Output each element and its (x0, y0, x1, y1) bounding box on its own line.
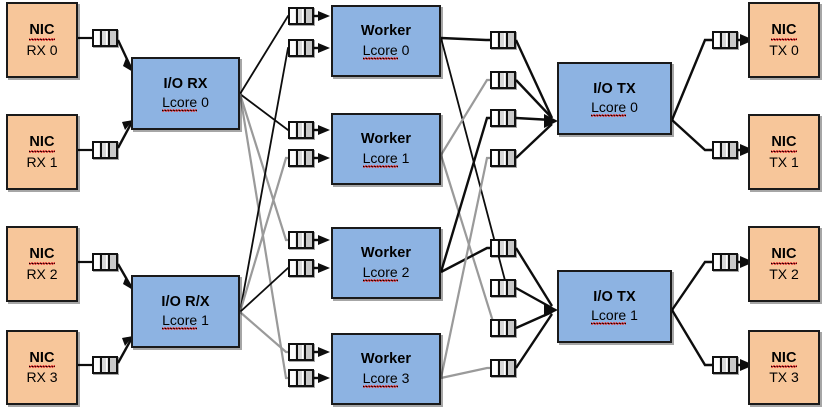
nic-tx-0-port: TX 0 (769, 41, 799, 58)
io-tx-0-lcore-label: Lcore (591, 99, 627, 118)
worker-1-lcore-id: 1 (401, 149, 410, 166)
io-rx-lcore-0-box[interactable]: I/O RX Lcore 0 (131, 57, 240, 130)
worker-lcore-2-box[interactable]: Worker Lcore 2 (331, 227, 441, 299)
worker-lcore-1-box[interactable]: Worker Lcore 1 (331, 113, 441, 185)
nic-rx-1-title: NIC (29, 134, 55, 153)
worker-1-role: Worker (360, 131, 412, 148)
nic-rx-3-port: RX 3 (26, 369, 58, 386)
ring-buffer-worker-iotx-2[interactable] (490, 109, 516, 127)
worker-0-lcore-id: 0 (401, 41, 410, 58)
worker-2-lcore-label: Lcore (362, 263, 398, 282)
io-tx-0-lcore-id: 0 (630, 99, 638, 116)
io-tx-lcore-1-box[interactable]: I/O TX Lcore 1 (557, 270, 672, 343)
nic-rx-2-title: NIC (29, 246, 55, 265)
ring-buffer-worker-iotx-1[interactable] (490, 71, 516, 89)
ring-buffer-nic-rx-1[interactable] (92, 141, 118, 159)
worker-2-role: Worker (360, 245, 412, 262)
ring-buffer-iorx-worker-4[interactable] (288, 231, 314, 249)
nic-tx-3-title: NIC (771, 349, 797, 368)
nic-tx-1-port: TX 1 (769, 153, 799, 170)
nic-tx-3-port: TX 3 (769, 369, 799, 386)
nic-tx-0-title: NIC (771, 22, 797, 41)
nic-rx-0-port: RX 0 (26, 41, 58, 58)
ring-buffer-iorx-worker-7[interactable] (288, 369, 314, 387)
ring-buffer-nic-rx-0[interactable] (92, 29, 118, 47)
ring-buffer-iotx-nic-3[interactable] (712, 356, 738, 374)
ring-buffer-worker-iotx-7[interactable] (490, 359, 516, 377)
io-tx-1-role: I/O TX (593, 288, 636, 305)
io-tx-0-role: I/O TX (593, 80, 636, 97)
ring-buffer-worker-iotx-6[interactable] (490, 319, 516, 337)
worker-3-lcore-label: Lcore (362, 369, 398, 388)
worker-lcore-0-box[interactable]: Worker Lcore 0 (331, 5, 441, 77)
ring-buffer-iorx-worker-1[interactable] (288, 39, 314, 57)
ring-buffer-nic-rx-2[interactable] (92, 253, 118, 271)
nic-rx-1-port: RX 1 (26, 153, 58, 170)
ring-buffer-iorx-worker-6[interactable] (288, 343, 314, 361)
nic-rx-0-title: NIC (29, 22, 55, 41)
nic-tx-2-box[interactable]: NIC TX 2 (748, 226, 820, 302)
nic-tx-0-box[interactable]: NIC TX 0 (748, 2, 820, 78)
ring-buffer-worker-iotx-4[interactable] (490, 239, 516, 257)
ring-buffer-iorx-worker-5[interactable] (288, 259, 314, 277)
ring-buffer-iotx-nic-0[interactable] (712, 31, 738, 49)
nic-rx-1-box[interactable]: NIC RX 1 (6, 114, 78, 190)
nic-tx-2-port: TX 2 (769, 265, 799, 282)
worker-2-lcore-id: 2 (401, 263, 410, 280)
nic-rx-3-title: NIC (29, 349, 55, 368)
io-rx-0-lcore-label: Lcore (162, 94, 198, 113)
io-tx-1-lcore-label: Lcore (591, 307, 627, 326)
nic-rx-2-port: RX 2 (26, 265, 58, 282)
worker-3-role: Worker (360, 351, 412, 368)
worker-0-role: Worker (360, 23, 412, 40)
ring-buffer-iotx-nic-2[interactable] (712, 253, 738, 271)
nic-tx-3-box[interactable]: NIC TX 3 (748, 330, 820, 405)
ring-buffer-worker-iotx-3[interactable] (490, 149, 516, 167)
io-rx-1-lcore-label: Lcore (162, 312, 198, 331)
nic-rx-0-box[interactable]: NIC RX 0 (6, 2, 78, 78)
io-tx-1-lcore-id: 1 (630, 307, 638, 324)
ring-buffer-worker-iotx-0[interactable] (490, 31, 516, 49)
io-rx-0-role: I/O RX (163, 75, 208, 92)
nic-tx-1-box[interactable]: NIC TX 1 (748, 114, 820, 190)
ring-buffer-iorx-worker-0[interactable] (288, 7, 314, 25)
nic-rx-3-box[interactable]: NIC RX 3 (6, 330, 78, 405)
ring-buffer-iorx-worker-3[interactable] (288, 149, 314, 167)
io-tx-lcore-0-box[interactable]: I/O TX Lcore 0 (557, 62, 672, 135)
io-rx-0-lcore-id: 0 (201, 94, 209, 111)
ring-buffer-worker-iotx-5[interactable] (490, 279, 516, 297)
ring-buffer-iotx-nic-1[interactable] (712, 141, 738, 159)
ring-buffer-nic-rx-3[interactable] (92, 356, 118, 374)
nic-tx-2-title: NIC (771, 246, 797, 265)
io-rx-1-role: I/O R/X (161, 293, 210, 310)
ring-buffer-iorx-worker-2[interactable] (288, 121, 314, 139)
worker-lcore-3-box[interactable]: Worker Lcore 3 (331, 333, 441, 405)
worker-1-lcore-label: Lcore (362, 149, 398, 168)
io-rx-lcore-1-box[interactable]: I/O R/X Lcore 1 (131, 275, 240, 348)
worker-3-lcore-id: 3 (401, 369, 410, 386)
io-rx-1-lcore-id: 1 (201, 312, 209, 329)
nic-rx-2-box[interactable]: NIC RX 2 (6, 226, 78, 302)
worker-0-lcore-label: Lcore (362, 41, 398, 60)
nic-tx-1-title: NIC (771, 134, 797, 153)
